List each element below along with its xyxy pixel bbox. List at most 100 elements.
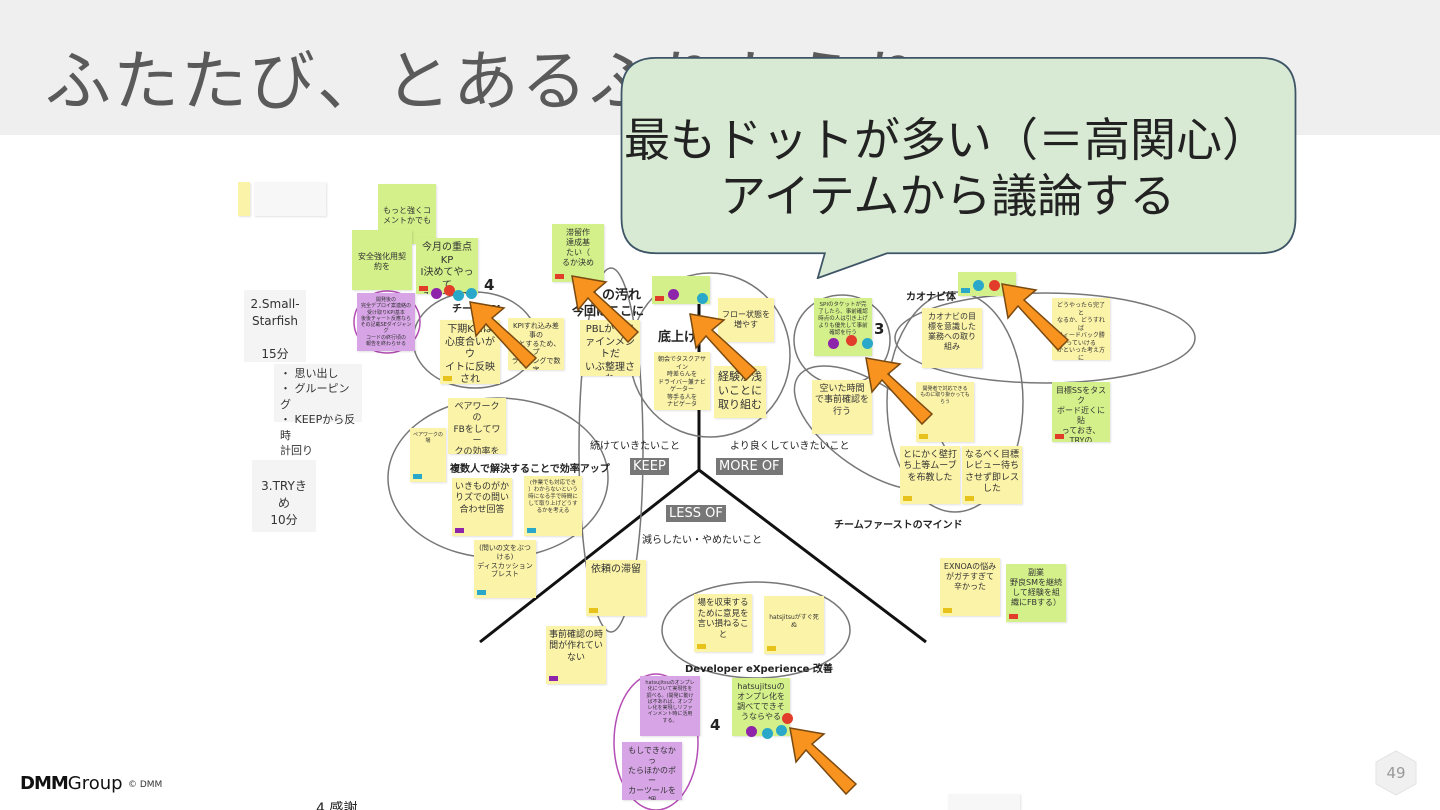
sticky-note: どうやったら完了と なるか、どうすれば フィードバック勝っていける かといった考…: [1052, 298, 1110, 360]
note-text: 事前確認の時 間が作れてい ない: [549, 630, 604, 663]
tag: [767, 646, 776, 651]
sticky-note: とにかく壁打 ち上等ムーブ を布教した: [900, 446, 960, 504]
sticky-note: 安全強化用契約を: [352, 230, 412, 290]
less-desc: 減らしたい・やめたいこと: [642, 535, 762, 546]
vote-dot: [762, 728, 773, 739]
sticky-note: 依頼の滞留: [586, 560, 646, 616]
vote-dot: [746, 726, 757, 737]
vote-dot: [776, 725, 787, 736]
bullet-item: ・ グルーピング: [280, 382, 350, 411]
vote-dot: [989, 280, 1000, 291]
count-dx: 4: [710, 716, 721, 734]
label-dx: Developer eXperience 改善: [685, 664, 833, 675]
side-note-yellow: [238, 182, 250, 216]
count-mid: 3: [874, 320, 885, 338]
page-number: 49: [1386, 764, 1406, 782]
note-text: 副業 野良SMを継続 して経験を組 織にFBする）: [1010, 568, 1062, 607]
sticky-note: 朝会でタスクアサイン 時差らんを ドライバー兼ナビゲーター 等手る人を ナビゲー…: [654, 352, 710, 410]
bottom-note: [948, 794, 1020, 810]
more-chip: MORE OF: [716, 458, 783, 475]
note-text: 下期KPIは 心度合いがウ イトに反映され たのは良かった: [445, 324, 495, 384]
label-sokoage: 底上げ: [658, 330, 698, 345]
page-number-badge: 49: [1375, 750, 1417, 796]
step3-card: 3.TRYきめ 10分: [252, 460, 316, 532]
sticky-note: EXNOAの悩み がガチすぎて 辛かった: [940, 558, 1000, 616]
note-text: EXNOAの悩み がガチすぎて 辛かった: [943, 562, 997, 591]
sticky-note: 目標SSをタスク ボード近くに貼 っておき、TRYの ようにみる: [1052, 382, 1110, 442]
sticky-note: 副業 野良SMを継続 して経験を組 織にFBする）: [1006, 564, 1066, 622]
bullet-item: ・ 思い出し: [280, 367, 339, 380]
note-text: 開発者で対応できる ものに取り掛かってもらう: [920, 386, 970, 405]
sticky-note: なるべく目標 レビュー待ち させず即レス した: [962, 446, 1022, 504]
keep-chip: KEEP: [630, 458, 669, 475]
sticky-note: SPIのタケットが完 了したら、事前確認 時点の人は引き上げ よりも優先して事前…: [814, 298, 872, 356]
tag: [1009, 614, 1018, 619]
sticky-note: 場を収束する ために意見を 言い損ねるこ と: [694, 594, 752, 652]
sticky-note: hatsjitsuがすぐ死ぬ: [764, 596, 824, 654]
label-kyou: 今回はここに: [572, 304, 645, 318]
sticky-note: フロー状態を増やす: [718, 298, 774, 342]
tag: [527, 528, 536, 533]
tag: [477, 590, 486, 595]
copyright: © DMM: [128, 780, 163, 790]
note-text: (作業でも対応でき ）わからないという 時になる手で時間に して取り上げどうす …: [528, 480, 578, 514]
tag: [655, 296, 664, 301]
logo-group-text: Group: [67, 773, 123, 794]
sticky-note: 経験が浅 いことに 取り組む: [714, 366, 766, 418]
note-text: なるべく目標 レビュー待ち させず即レス した: [965, 450, 1020, 494]
note-text: とにかく壁打 ち上等ムーブ を布教した: [903, 450, 958, 483]
sticky-note: hatsujitsuのオンプレ 化について実現性を 調べる。(開発に動け ば不あ…: [640, 676, 700, 736]
sticky-note: (問いの文をぶつ ける) ディスカッション ブレスト: [474, 540, 536, 598]
sticky-note: (作業でも対応でき ）わからないという 時になる手で時間に して取り上げどうす …: [524, 476, 582, 536]
vote-dot: [846, 335, 857, 346]
note-text: いきものがか りズでの問い 合わせ回答: [455, 482, 510, 515]
vote-dot: [431, 288, 442, 299]
tag: [419, 286, 428, 291]
label-kaonavi: カオナビ体: [906, 292, 956, 303]
label-fukusu: 複数人で解決することで効率アップ: [450, 464, 610, 475]
tag: [697, 644, 706, 649]
sticky-note: ペアワークの FBをしてワー クの効率をあ げる: [448, 398, 506, 454]
label-team-kpi: チームKPI: [452, 304, 501, 315]
tag: [965, 496, 974, 501]
tag: [443, 376, 452, 381]
sticky-note: ペアワークの場: [410, 428, 446, 482]
sticky-note: 開発後の 完全デプロイ案連絡の 受け取りKPI基本 後後チャート反應なら その記…: [357, 293, 415, 351]
callout-line-1: 最もドットが多い（＝高関心）: [624, 113, 1268, 167]
vote-dot: [668, 289, 679, 300]
note-text: ペアワークの場: [413, 432, 444, 445]
sticky-note: 下期KPIは 心度合いがウ イトに反映され たのは良かった: [440, 320, 500, 384]
sticky-note: もしできなかっ たらほかのポー カーツールを調 べて使う: [622, 742, 682, 800]
tag: [455, 528, 464, 533]
tag: [589, 608, 598, 613]
dmm-logo: DMMGroup: [20, 773, 123, 794]
step4-label: 4.感謝: [316, 801, 358, 810]
more-desc: より良くしていきたいこと: [730, 441, 850, 452]
count-kpi: 4: [484, 276, 495, 294]
keep-desc: 続けていきたいこと: [590, 441, 680, 452]
callout-bubble: [620, 57, 1297, 279]
tag: [961, 288, 970, 293]
sticky-note: いきものがか りズでの問い 合わせ回答: [452, 478, 512, 536]
sticky-note: 開発者で対応できる ものに取り掛かってもらう: [916, 382, 974, 442]
sticky-note: 事前確認の時 間が作れてい ない: [546, 626, 606, 684]
side-note-top: [254, 182, 326, 216]
logo-text: DMM: [20, 773, 69, 794]
note-text: 依頼の滞留: [591, 564, 641, 575]
tag: [555, 274, 564, 279]
note-text: (問いの文をぶつ ける) ディスカッション ブレスト: [477, 544, 533, 579]
vote-dot: [697, 293, 708, 304]
vote-dot: [453, 290, 464, 301]
sticky-note: 滞留作 達成基 たい（ るか決め: [552, 224, 604, 282]
less-chip: LESS OF: [666, 505, 726, 522]
label-tesa: の汚れ: [602, 288, 642, 303]
callout-line-2: アイテムから議論する: [720, 169, 1176, 223]
sticky-note: KPIすれ込み差事の をとするため、プ ランニングで数字 を進めてみた: [508, 318, 564, 370]
note-text: 場を収束する ために意見を 言い損ねるこ と: [697, 598, 749, 640]
label-team-first: チームファーストのマインド: [834, 520, 963, 531]
vote-dot: [973, 280, 984, 291]
sticky-note: カオナビの目 標を意識した 業務への取り 組み: [922, 308, 982, 368]
vote-dot: [444, 285, 455, 296]
tag: [943, 608, 952, 613]
step2-bullets: ・ 思い出し ・ グルーピング ・ KEEPから反時 計回り: [274, 364, 362, 457]
